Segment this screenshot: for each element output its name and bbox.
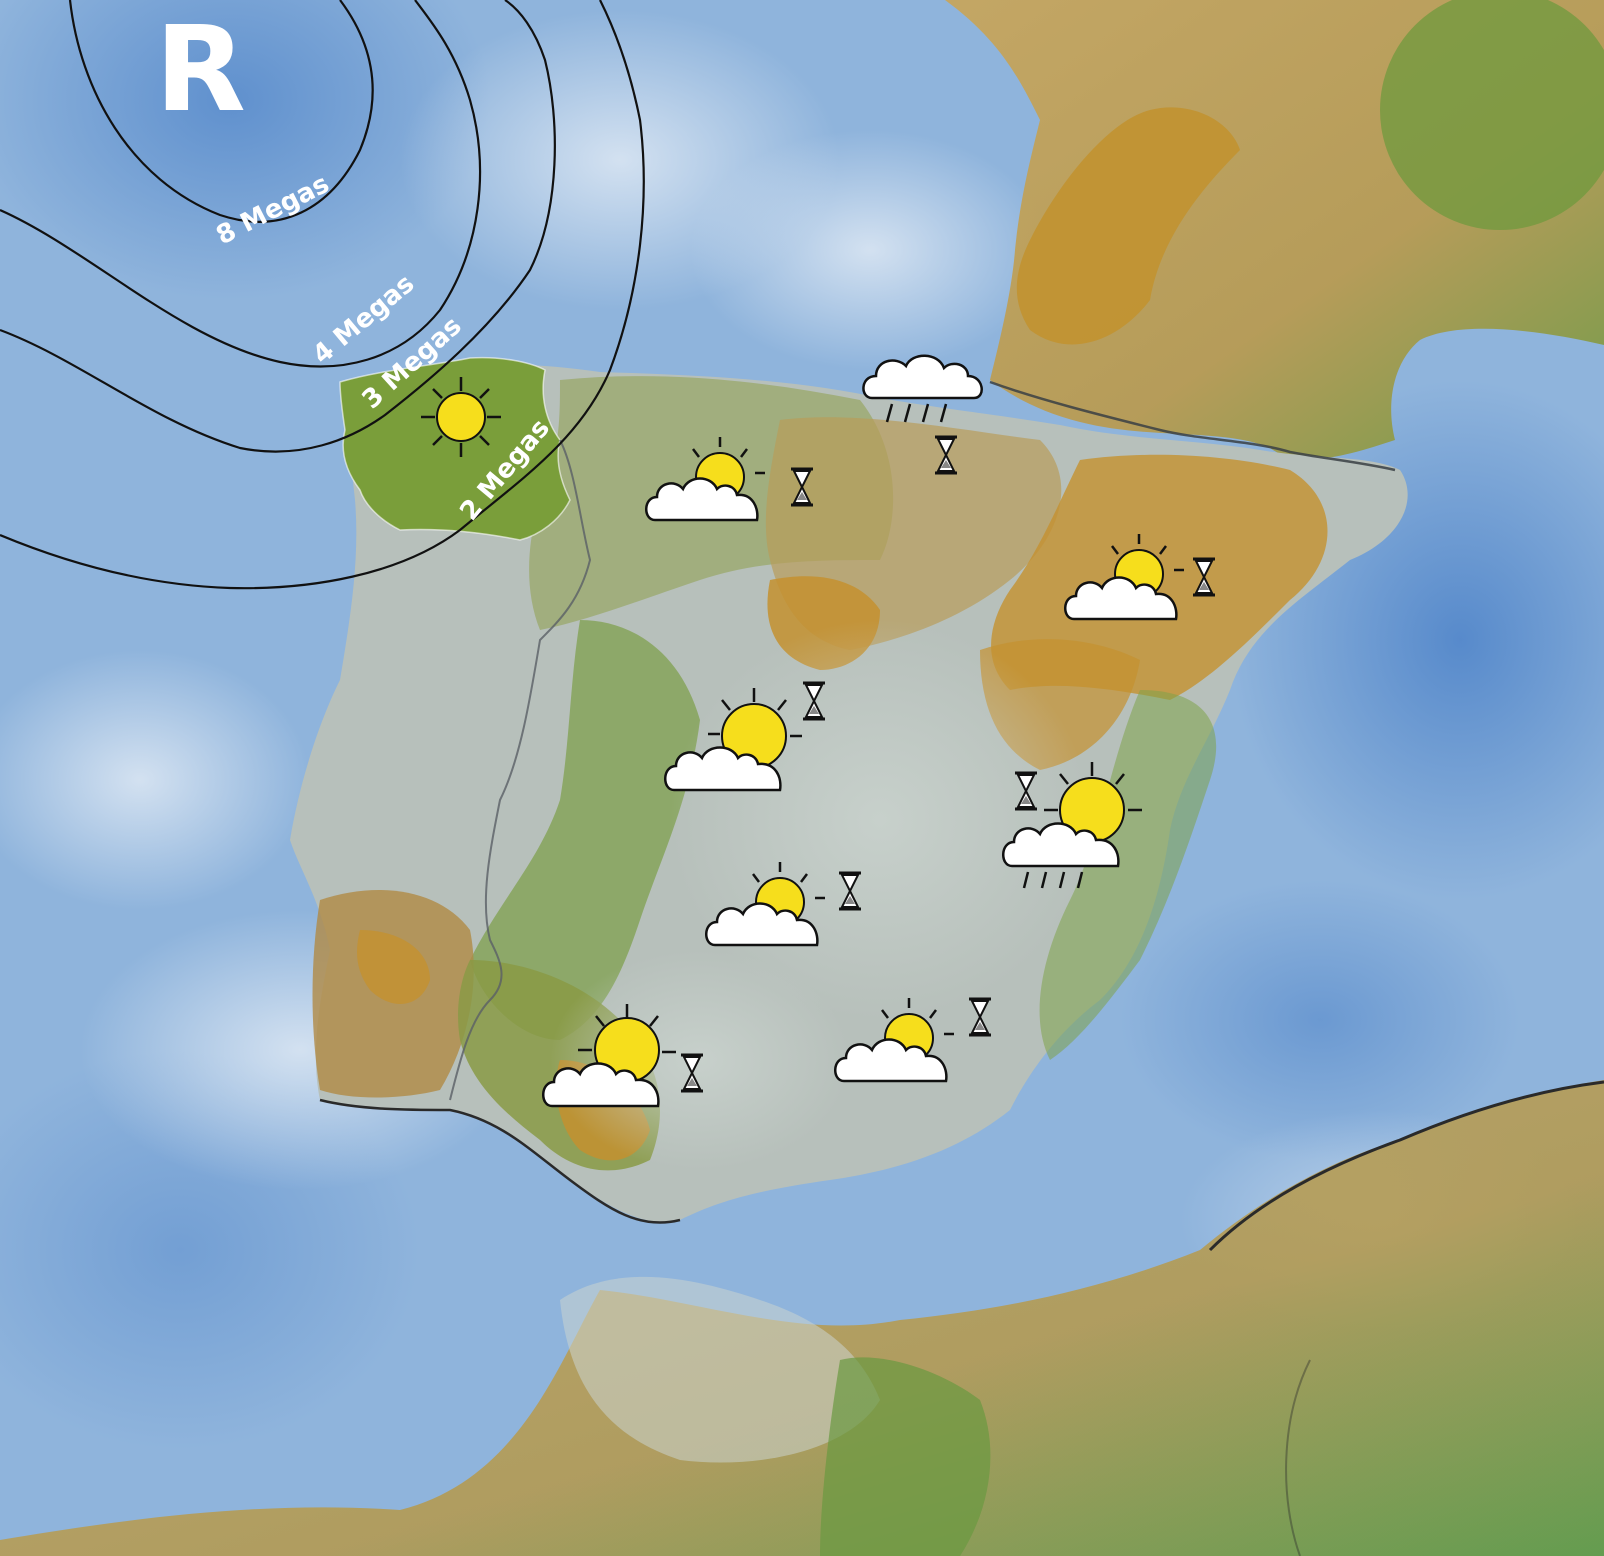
timer-icon <box>839 871 861 911</box>
timer-icon <box>1193 557 1215 597</box>
timer-icon <box>1015 771 1037 811</box>
timer-icon <box>791 467 813 507</box>
isobar-line-2 <box>0 0 645 590</box>
iberia-coast <box>319 1098 681 1224</box>
rain-cloud-icon <box>862 354 983 423</box>
portugal-border <box>449 439 592 1101</box>
africa-land <box>0 1080 1604 1556</box>
partly-cloudy-icon <box>834 998 954 1083</box>
isobar-line-4 <box>0 0 482 368</box>
timer-icon <box>969 997 991 1037</box>
france-border <box>989 380 1396 472</box>
isobar-line-3 <box>0 0 556 453</box>
isobars <box>0 0 645 590</box>
partly-cloudy-icon <box>705 862 825 947</box>
timer-icon <box>803 681 825 721</box>
isobar-line-8 <box>68 0 374 223</box>
partly-cloudy-icon <box>1064 534 1184 621</box>
partly-cloudy-icon <box>645 437 765 522</box>
logo: R <box>155 0 246 138</box>
sun-icon <box>421 377 501 457</box>
galicia-region <box>339 356 571 541</box>
sun-behind-cloud-icon <box>664 688 802 792</box>
africa-coast <box>1208 1080 1604 1252</box>
sun-behind-cloud-icon <box>542 1004 676 1108</box>
timer-icon <box>935 435 957 475</box>
timer-icon <box>681 1053 703 1093</box>
france-region-ochre <box>1016 107 1240 345</box>
sun-cloud-rain-icon <box>1002 762 1142 889</box>
